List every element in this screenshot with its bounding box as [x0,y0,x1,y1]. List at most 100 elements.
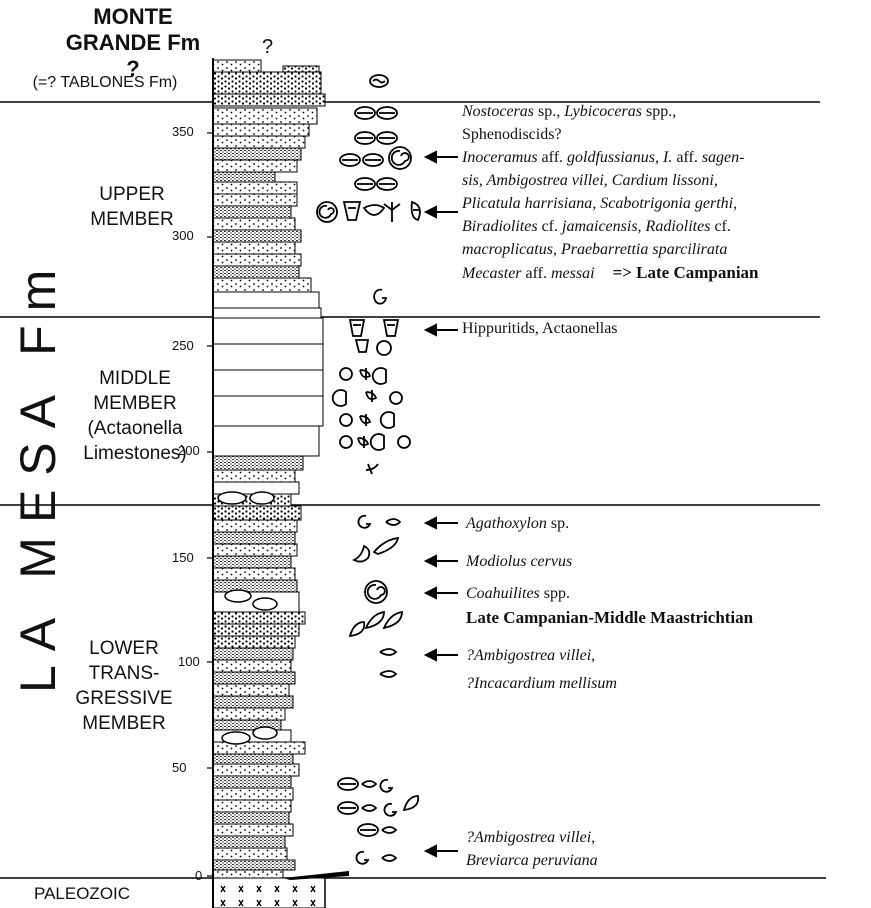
ammonite-icon [370,75,388,87]
inoceramid-icon [377,132,397,144]
inoceramid-icon [377,178,397,190]
lower-taxa-5: ?Incacardium mellisum [466,672,617,695]
bivalve-icon [354,538,398,562]
lower-member-line-4: MEMBER [56,711,192,736]
lower-member-line-2: TRANS- [56,661,192,686]
sep: aff. [538,149,567,166]
inoceramid-icon [355,107,375,119]
inoceramid-icon [340,154,360,166]
sep: , [638,218,646,235]
ammonite-icon [380,780,392,792]
taxon: messai [551,265,595,282]
taxon: jamaicensis [562,218,638,235]
sep: cf. [538,218,562,235]
upper-age: => Late Campanian [613,263,759,282]
gastropod-icon [340,412,394,428]
tablones-label: (=? TABLONES Fm) [0,74,210,92]
upper-taxa-line-6: Biradiolites cf. jamaicensis, Radiolites… [462,215,862,238]
lower-taxa-3: Coahuilites spp. [466,582,570,605]
rudist-icon [350,320,364,336]
bivalve-icon [350,612,402,636]
bivalve-icon [380,649,396,655]
tick-100: 100 [178,654,200,669]
ammonite-icon [356,852,368,864]
ammonite-icon [358,516,370,528]
upper-taxa-line-1: Nostoceras sp., Lybicoceras spp., [462,100,862,123]
taxon: Inoceramus [462,149,538,166]
tick-300: 300 [172,228,194,243]
bivalve-icon [386,519,400,525]
inoceramid-icon [358,824,378,836]
taxon: Radiolites [646,218,711,235]
bivalve-icon [362,781,376,787]
taxon: Mecaster [462,265,522,282]
inoceramid-icon [338,778,358,790]
lower-member-line-3: GRESSIVE [56,686,192,711]
lower-taxa-1: Agathoxylon sp. [466,512,569,535]
echinoid-icon [384,202,400,222]
inoceramid-icon [377,107,397,119]
upper-taxa-line-2: Sphenodiscids? [462,123,862,146]
paleozoic-label: PALEOZOIC [34,884,130,904]
upper-taxa-line-7: macroplicatus, Praebarrettia sparcilirat… [462,238,862,261]
bivalve-icon [382,855,396,861]
monte-grande-label: MONTE GRANDE Fm ? [58,4,208,82]
ammonite-icon [389,147,411,169]
bivalve-icon [362,805,376,811]
upper-taxa-line-3: Inoceramus aff. goldfussianus, I. aff. s… [462,146,862,169]
upper-member-taxa: Nostoceras sp., Lybicoceras spp., Spheno… [462,100,862,285]
ammonite-icon [374,290,386,304]
tick-200: 200 [178,443,200,458]
gastropod-icon [404,796,418,810]
middle-member-beds [213,318,323,506]
sep: , [655,149,663,166]
wood-icon [366,464,378,474]
sep: sp., [534,103,564,120]
lower-taxa-4: ?Ambigostrea villei, [466,644,595,667]
basal-taxa-1: ?Ambigostrea villei, [466,826,595,849]
lower-member-label: LOWER TRANS- GRESSIVE MEMBER [56,636,192,736]
taxon: goldfussianus [567,149,655,166]
gastropod-icon [340,434,410,450]
bivalve-icon [364,205,384,215]
sep: spp., [642,103,676,120]
tick-350: 350 [172,124,194,139]
inoceramid-icon [338,802,358,814]
taxon: Biradiolites [462,218,538,235]
upper-member-beds [213,108,321,318]
sep: aff. [522,265,551,282]
bivalve-icon [380,671,396,677]
rudist-icon [384,320,398,336]
tick-50: 50 [172,760,186,775]
upper-taxa-line-4: sis, Ambigostrea villei, Cardium lissoni… [462,169,862,192]
tick-250: 250 [172,338,194,353]
sep: spp. [540,585,570,602]
taxon: sagen- [702,149,745,166]
middle-member-line-3: (Actaonella [60,416,210,441]
arrows [426,152,458,856]
rudist-icon [344,202,360,220]
middle-member-line-2: MEMBER [60,391,210,416]
top-question-mark: ? [262,36,273,59]
taxon: Nostoceras [462,103,534,120]
inoceramid-icon [355,132,375,144]
gastropod-icon [412,202,420,220]
inoceramid-icon [355,178,375,190]
taxon: Agathoxylon [466,515,547,532]
sep: sp. [547,515,569,532]
gastropod-icon [340,368,386,384]
upper-taxa-line-5: Plicatula harrisiana, Scabotrigonia gert… [462,192,862,215]
lower-member-beds [213,506,305,878]
taxon: Coahuilites [466,585,540,602]
middle-member-taxa: Hippuritids, Actaonellas [462,320,618,338]
sep: cf. [710,218,730,235]
rudist-icon [356,340,391,355]
lower-member-line-1: LOWER [56,636,192,661]
gastropod-icon [333,390,402,406]
ammonite-icon [317,202,337,222]
bivalve-icon [382,827,396,833]
ammonite-icon [365,581,387,603]
basal-taxa-2: Breviarca peruviana [466,849,598,872]
upper-member-line-1: UPPER [64,182,200,207]
middle-member-line-1: MIDDLE [60,366,210,391]
